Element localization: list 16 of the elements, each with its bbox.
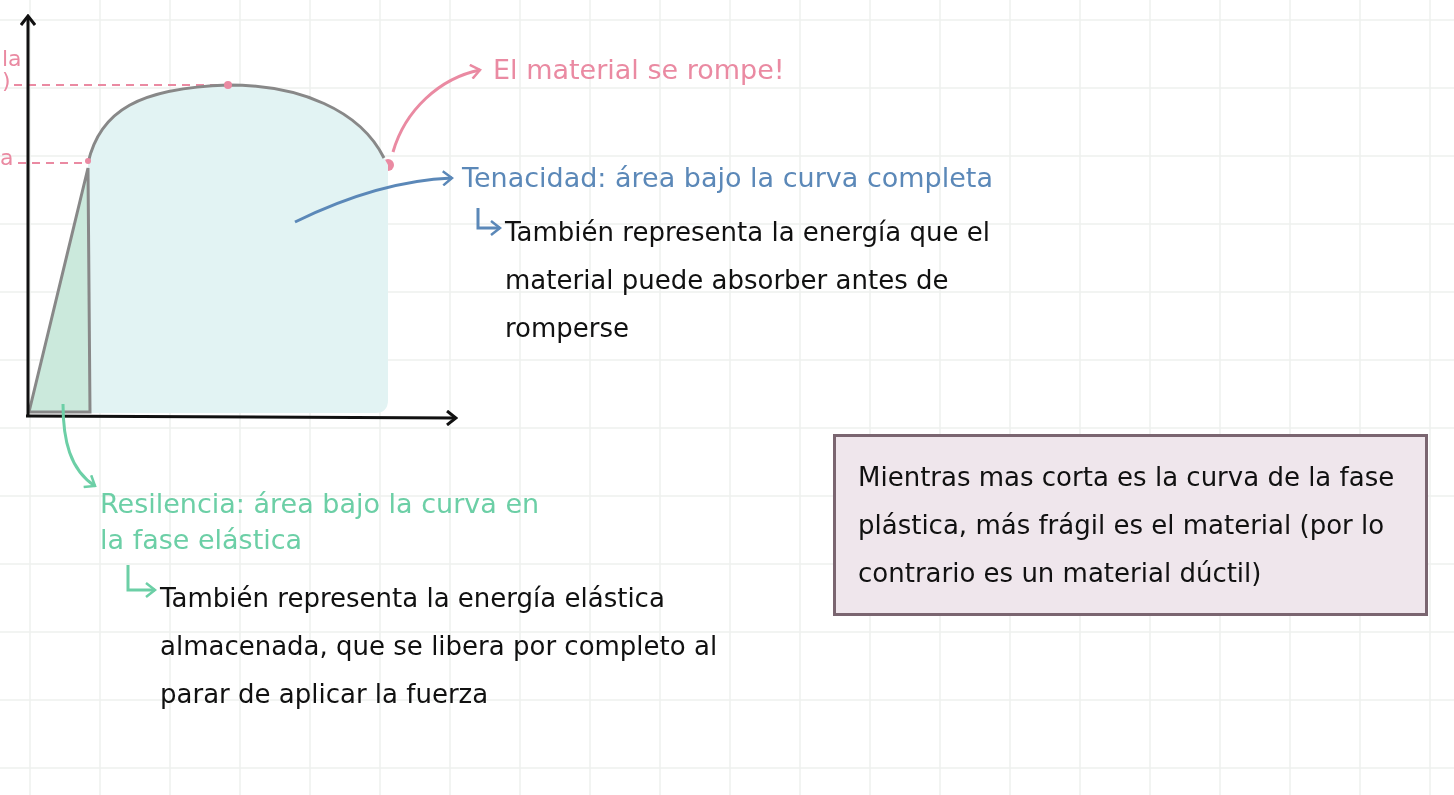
annotation-text: El material se rompe! [493,50,913,90]
annotation-text: Resilencia: área bajo la curva en la fase elástica [100,486,540,558]
toughness-area [88,85,388,413]
axis-label: ) [2,68,11,93]
resilience-area [27,166,92,414]
arrow [61,403,97,488]
annotation-text: Tenacidad: área bajo la curva completa [462,158,1162,198]
note-box: Mientras mas corta es la curva de la fase plástica, más frágil es el material (por lo contrario es un material dúctil) [833,434,1428,616]
description-text: También representa la energía que el material puede absorber antes de romperse [505,208,1065,352]
description-text: También representa la energía elástica almacenada, que se libera por completo al parar de aplicar la fuerza [160,574,720,718]
axis-label: a [0,145,14,170]
arrow [391,64,482,153]
arrow [476,208,502,237]
axis-label: la [2,46,22,71]
arrow [126,565,157,599]
arrow [294,170,454,224]
